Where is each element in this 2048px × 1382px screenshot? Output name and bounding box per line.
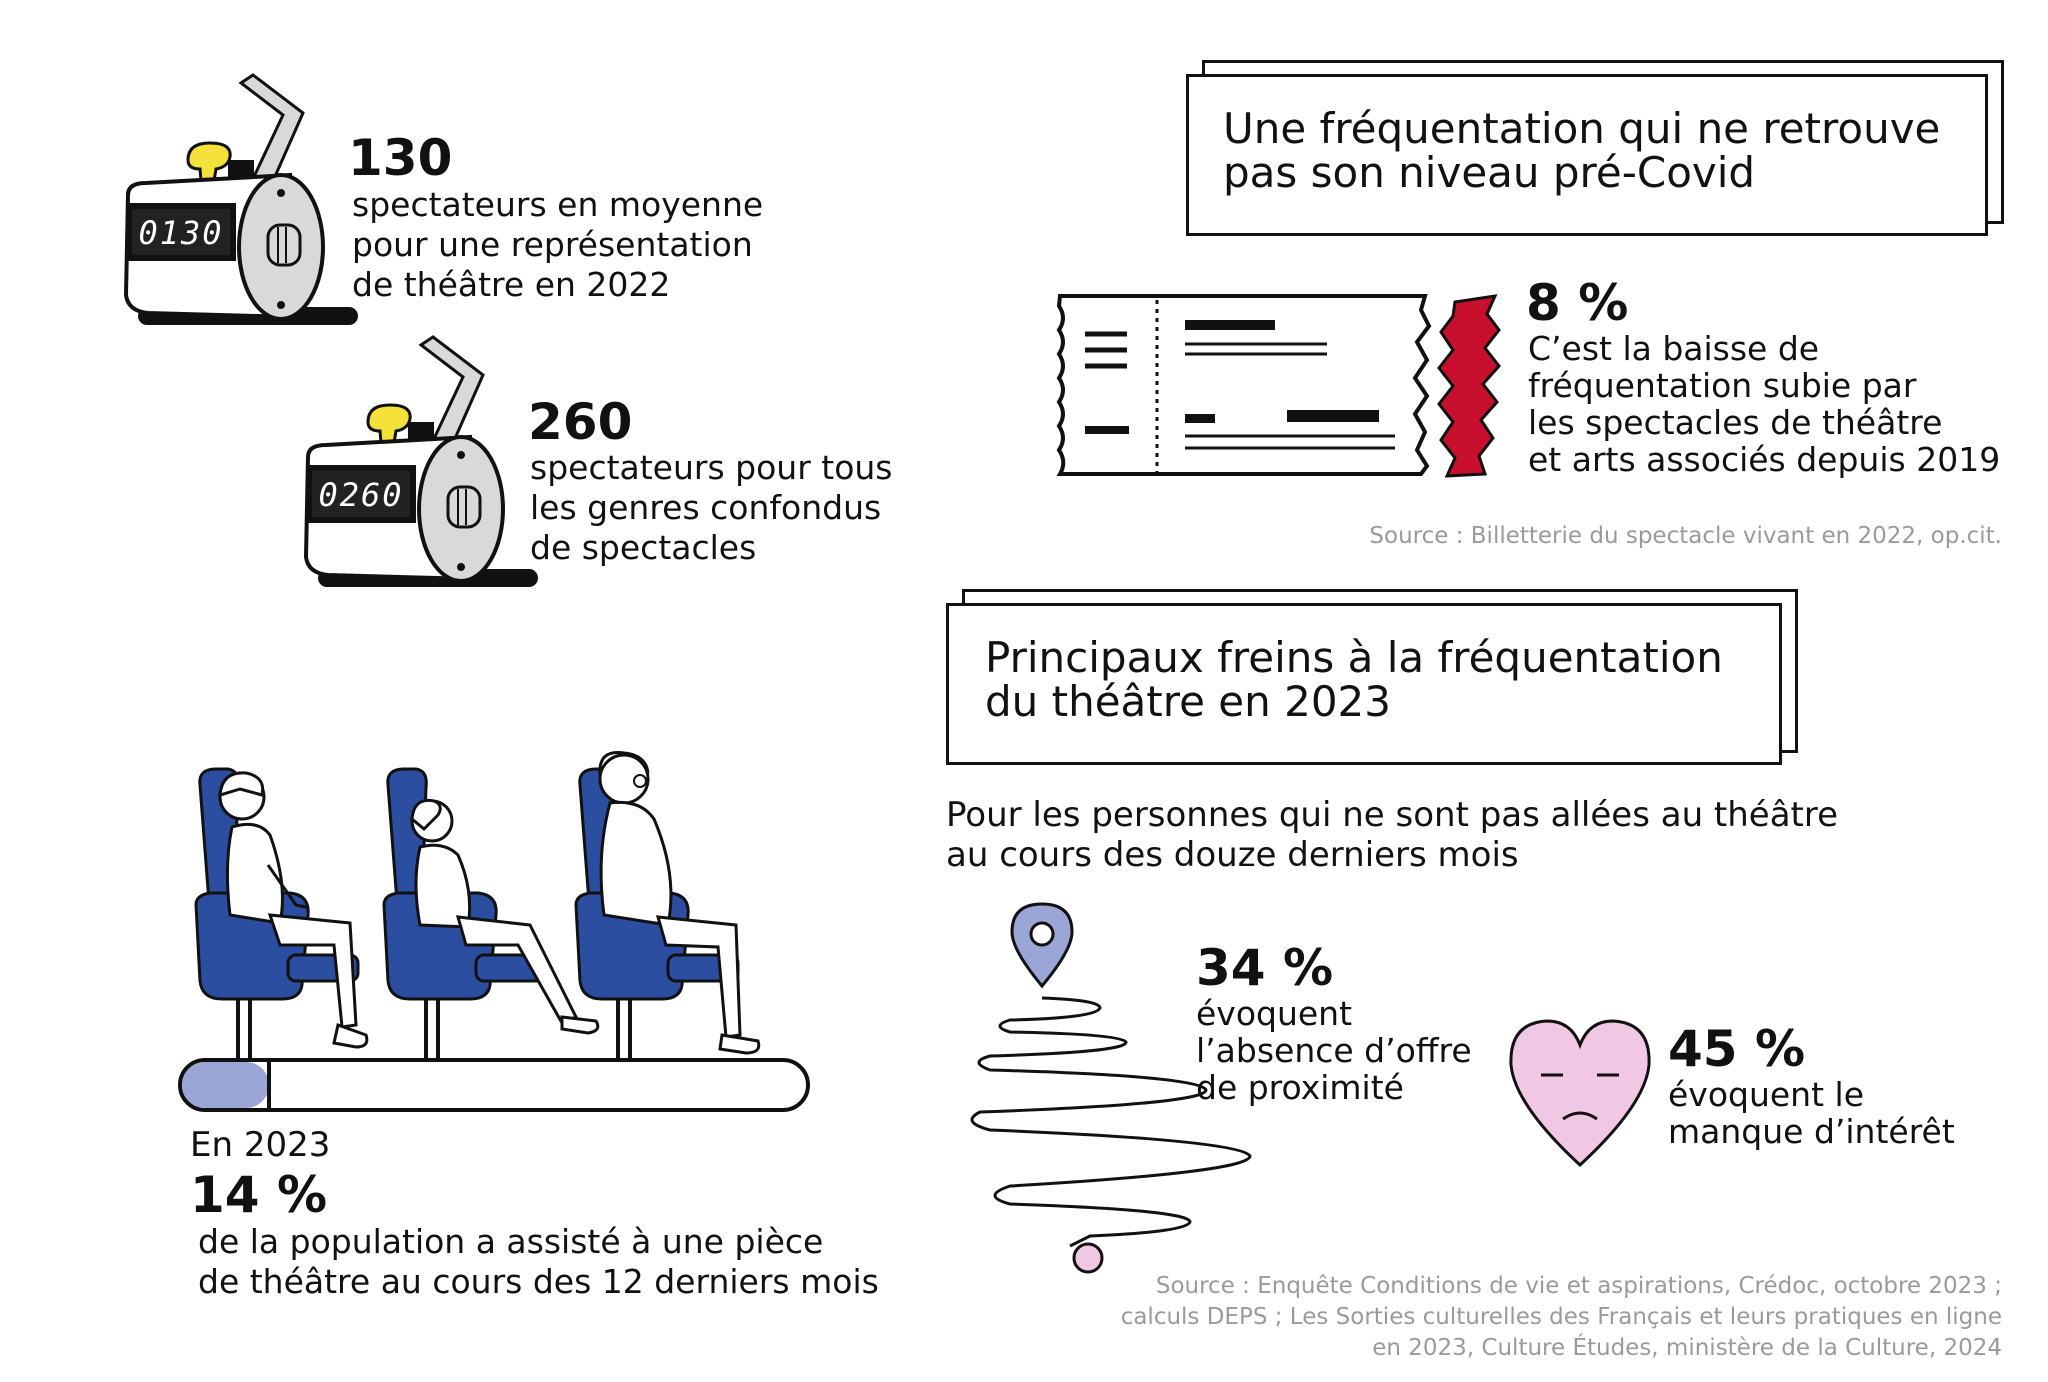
ticket-icon	[1056, 294, 1501, 478]
covid-text: C’est la baisse de fréquentation subie p…	[1528, 329, 2001, 479]
population-year: En 2023	[190, 1125, 331, 1165]
freins-item2-text: évoquent le manque d’intérêt	[1668, 1075, 1955, 1151]
sad-heart-icon	[1509, 1019, 1651, 1168]
theater-seat	[574, 750, 761, 1060]
counter1-value: 130	[348, 129, 453, 187]
freins-intro: Pour les personnes qui ne sont pas allée…	[946, 795, 1839, 875]
location-pin-icon	[970, 902, 1252, 1274]
freins-item1-text: évoquent l’absence d’offre de proximité	[1196, 994, 1472, 1107]
population-text: de la population a assisté à une pièce d…	[198, 1222, 879, 1301]
tally-counter-icon: 0260	[303, 335, 538, 587]
covid-value: 8 %	[1526, 274, 1629, 332]
freins-title: Principaux freins à la fréquentation du …	[985, 633, 1723, 726]
counter1-display: 0130	[138, 214, 223, 252]
covid-title-box: Une fréquentation qui ne retrouve pas so…	[1186, 74, 1988, 236]
population-value: 14 %	[190, 1166, 328, 1224]
counter2-display: 0260	[318, 476, 403, 514]
covid-source: Source : Billetterie du spectacle vivant…	[1369, 523, 2002, 549]
population-share-fill	[182, 1062, 269, 1108]
counter2-text: spectateurs pour tous les genres confond…	[530, 448, 893, 567]
counter1-text: spectateurs en moyenne pour une représen…	[352, 185, 764, 304]
counter2-value: 260	[528, 393, 633, 451]
freins-item1-value: 34 %	[1196, 939, 1334, 997]
theater-seats-illustration	[178, 750, 810, 1112]
theater-seat	[382, 767, 600, 1060]
freins-source: Source : Enquête Conditions de vie et as…	[1120, 1273, 2002, 1361]
tally-counter-icon: 0130	[123, 73, 358, 325]
freins-title-box: Principaux freins à la fréquentation du …	[946, 603, 1782, 765]
theater-seat	[194, 767, 369, 1060]
freins-item2-value: 45 %	[1668, 1020, 1806, 1078]
covid-title: Une fréquentation qui ne retrouve pas so…	[1223, 104, 1941, 197]
